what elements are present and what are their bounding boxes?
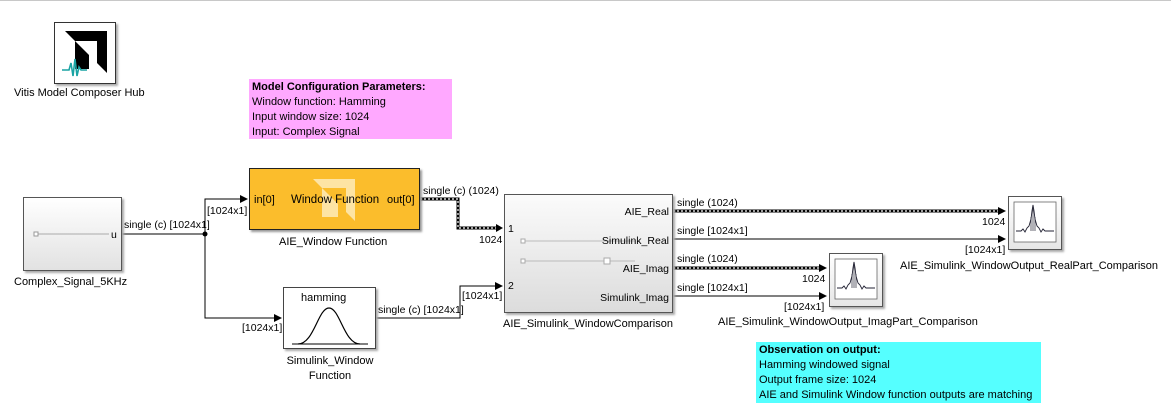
signal-branch-top: [1024x1] (207, 205, 248, 217)
signal-sim-imag: single [1024x1] (677, 282, 748, 294)
scope-real-block[interactable] (1008, 196, 1062, 250)
cmp-out-port-sim-real: Simulink_Real (601, 235, 669, 247)
scope-imag-block[interactable] (829, 253, 883, 307)
cmp-out-port-aie-imag: AIE_Imag (622, 263, 669, 275)
source-label: Complex_Signal_5KHz (14, 276, 128, 288)
signal-aie-out-dim: 1024 (479, 234, 503, 246)
amd-logo-icon (313, 179, 355, 221)
aie-block-label: AIE_Window Function (279, 236, 388, 248)
wire-aie-imag-arrow (819, 264, 827, 272)
spectrum-scope-icon (834, 258, 878, 300)
signal-sim-real-dim: [1024x1] (965, 244, 1006, 256)
hamming-label-line2: Function (308, 370, 352, 382)
source-port-out: u (111, 229, 117, 241)
hub-label: Vitis Model Composer Hub (14, 87, 145, 99)
model-config-line: Input: Complex Signal (252, 126, 360, 138)
cmp-out-port-sim-imag: Simulink_Imag (600, 292, 669, 304)
signal-cmp-in2-dim: [1024x1] (462, 290, 503, 302)
source-icon (33, 231, 109, 237)
signal-aie-out: single (c) (1024) (423, 185, 499, 197)
signal-aie-real: single (1024) (677, 197, 738, 209)
model-config-line: Input window size: 1024 (252, 111, 370, 123)
complex-signal-source-block[interactable]: u (23, 197, 122, 271)
cmp-in-port-1: 1 (508, 223, 514, 235)
hamming-curve-icon (292, 307, 368, 345)
aie-window-function-block[interactable]: in[0] Window Function out[0] (249, 168, 420, 230)
aie-port-in: in[0] (254, 194, 275, 206)
wire-to-aie[interactable] (204, 195, 248, 234)
model-config-note[interactable]: Model Configuration Parameters: Window f… (249, 79, 452, 139)
model-config-line: Window function: Hamming (252, 96, 386, 108)
signal-sim-imag-dim: [1024x1] (784, 301, 825, 313)
cmp-out-port-aie-real: AIE_Real (624, 206, 669, 218)
scope-imag-label: AIE_Simulink_WindowOutput_ImagPart_Compa… (718, 316, 978, 328)
comparison-internal-icon (520, 238, 635, 265)
wire-to-hamming[interactable] (204, 234, 282, 322)
observation-note[interactable]: Observation on output: Hamming windowed … (756, 342, 1041, 403)
signal-aie-imag: single (1024) (677, 253, 738, 265)
cmp-in-port-2: 2 (508, 280, 514, 292)
hamming-title: hamming (301, 292, 347, 304)
comparison-subsystem-block[interactable]: 1 2 AIE_Real Simulink_Real AIE_Imag Simu… (504, 194, 673, 313)
aie-port-out: out[0] (387, 194, 415, 206)
spectrum-scope-icon (1013, 201, 1057, 243)
aie-block-title: Window Function (291, 194, 380, 206)
vitis-hub-block[interactable] (54, 22, 116, 84)
wire-aie-real-arrow (998, 207, 1006, 215)
signal-aie-real-dim: 1024 (982, 216, 1006, 228)
observation-title: Observation on output: (759, 344, 881, 356)
wire-aie-out-dash (420, 198, 500, 229)
signal-sim-real: single [1024x1] (677, 225, 748, 237)
wire-aie-out[interactable] (420, 197, 500, 230)
model-config-title: Model Configuration Parameters: (252, 81, 426, 93)
wire-aie-out-arrow (496, 224, 503, 232)
observation-line: AIE and Simulink Window function outputs… (759, 389, 1033, 401)
vitis-logo-icon (62, 31, 107, 77)
signal-ham-out: single (c) [1024x1] (378, 304, 464, 316)
scope-real-label: AIE_Simulink_WindowOutput_RealPart_Compa… (900, 260, 1159, 272)
observation-line: Hamming windowed signal (759, 359, 890, 371)
signal-src-out: single (c) [1024x1] (124, 219, 210, 231)
signal-branch-bottom: [1024x1] (242, 322, 283, 334)
wire-hamming-out[interactable] (376, 282, 503, 319)
observation-line: Output frame size: 1024 (759, 374, 877, 386)
comparison-label: AIE_Simulink_WindowComparison (503, 318, 673, 330)
signal-aie-imag-dim: 1024 (802, 273, 826, 285)
canvas-top-border (0, 0, 1171, 1)
hamming-window-block[interactable]: hamming (283, 287, 376, 349)
hamming-label-line1: Simulink_Window (286, 355, 374, 367)
